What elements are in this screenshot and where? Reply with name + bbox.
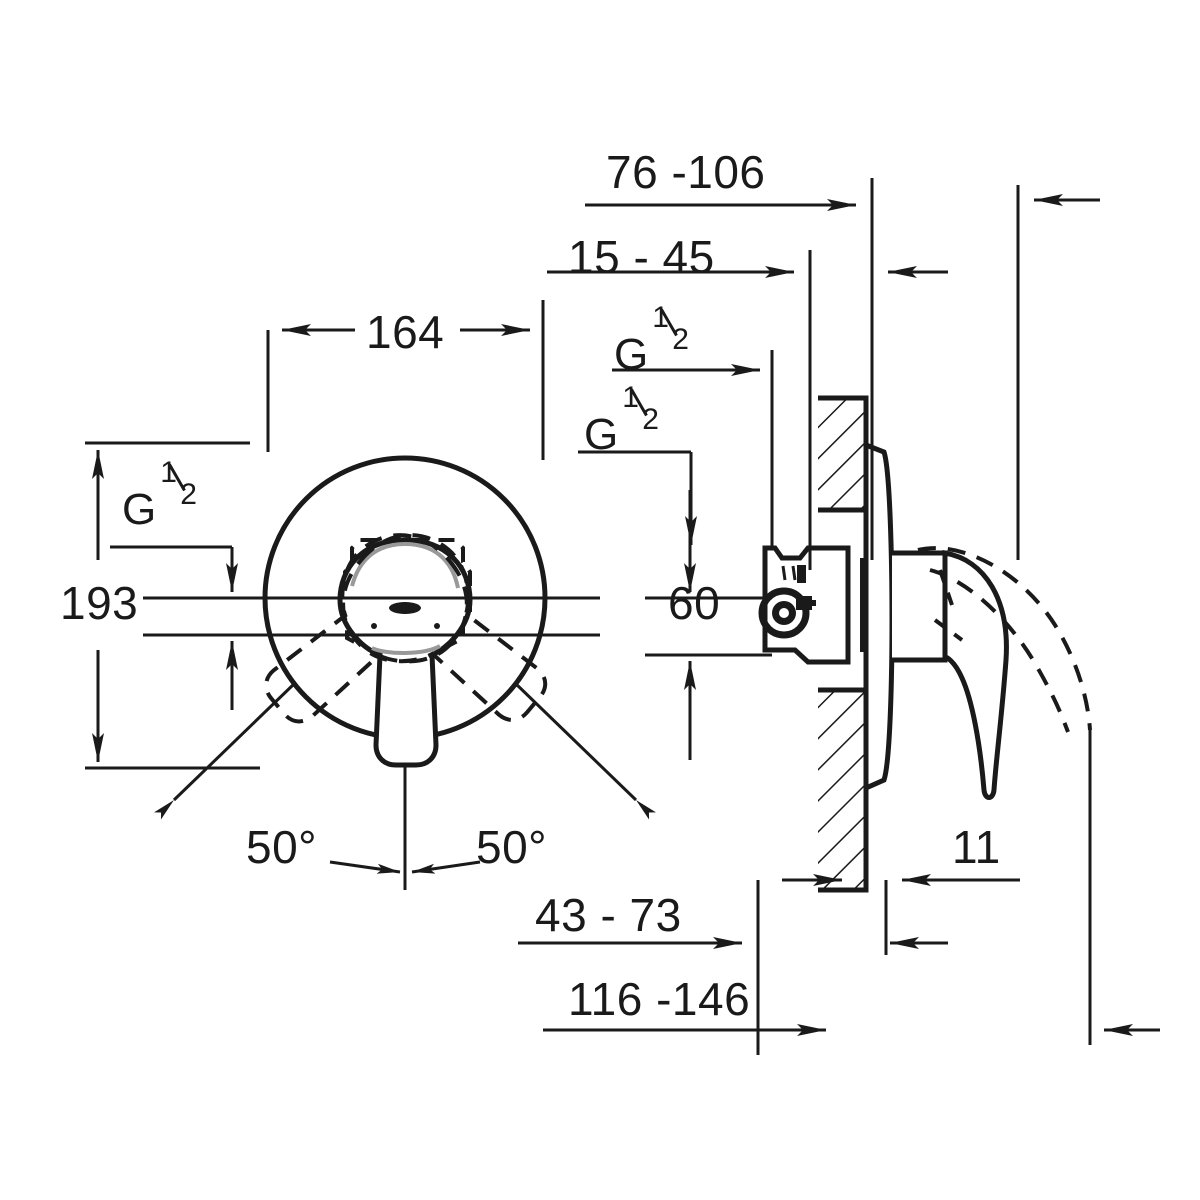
dim-label-193: 193: [60, 577, 139, 629]
hub-dot-right: [434, 623, 440, 629]
front-view: [262, 455, 548, 768]
dim-label-116-146: 116 -146: [568, 973, 751, 1025]
handle-raised-inner-dashed: [929, 568, 1070, 733]
dim-label-164: 164: [366, 306, 445, 358]
handle-position-right-dashed: [264, 533, 469, 724]
body-mark-1: [781, 565, 787, 581]
body-mark-2: [791, 565, 797, 581]
inlet-port-outer: [758, 587, 810, 639]
inlet-port-bore: [779, 608, 789, 618]
handle-shank-side: [892, 550, 948, 663]
handle-raised-outer-dashed: [917, 546, 1092, 731]
handle-position-left-dashed: [341, 533, 548, 722]
handle-indicator-mark: [389, 602, 421, 614]
angle-right-leader: [513, 681, 657, 820]
angle-center-arrow-left: [329, 860, 401, 874]
hub-dot-left: [371, 623, 377, 629]
g-letter-mid-lower: G: [584, 410, 619, 459]
angle-label-left: 50°: [246, 821, 318, 873]
escutcheon-plate-side: [864, 442, 895, 791]
g-letter-mid-upper: G: [614, 330, 649, 379]
dim-label-15-45: 15 - 45: [568, 231, 715, 283]
dim-label-11: 11: [952, 821, 1001, 873]
dim-label-76-106: 76 -106: [606, 146, 766, 198]
angle-label-right: 50°: [476, 821, 548, 873]
angle-center-arrow-right: [411, 860, 481, 874]
wall-hatching-lower: [818, 690, 866, 890]
cartridge-outline-dashed: [343, 538, 472, 647]
angle-left-leader: [153, 681, 297, 820]
wall-hatching-upper: [818, 398, 866, 510]
dim-label-60: 60: [668, 577, 721, 629]
dim-label-43-73: 43 - 73: [535, 889, 682, 941]
hub-highlight-arc: [350, 541, 460, 589]
hub-lower-arc: [371, 644, 441, 656]
body-mark-3: [797, 565, 806, 583]
g-letter-left: G: [122, 485, 157, 534]
handle-lever-side: [942, 550, 1009, 800]
dimension-lines: [85, 178, 1160, 1055]
wall-outline-lower: [818, 687, 869, 893]
side-section-view: [758, 395, 1092, 1045]
